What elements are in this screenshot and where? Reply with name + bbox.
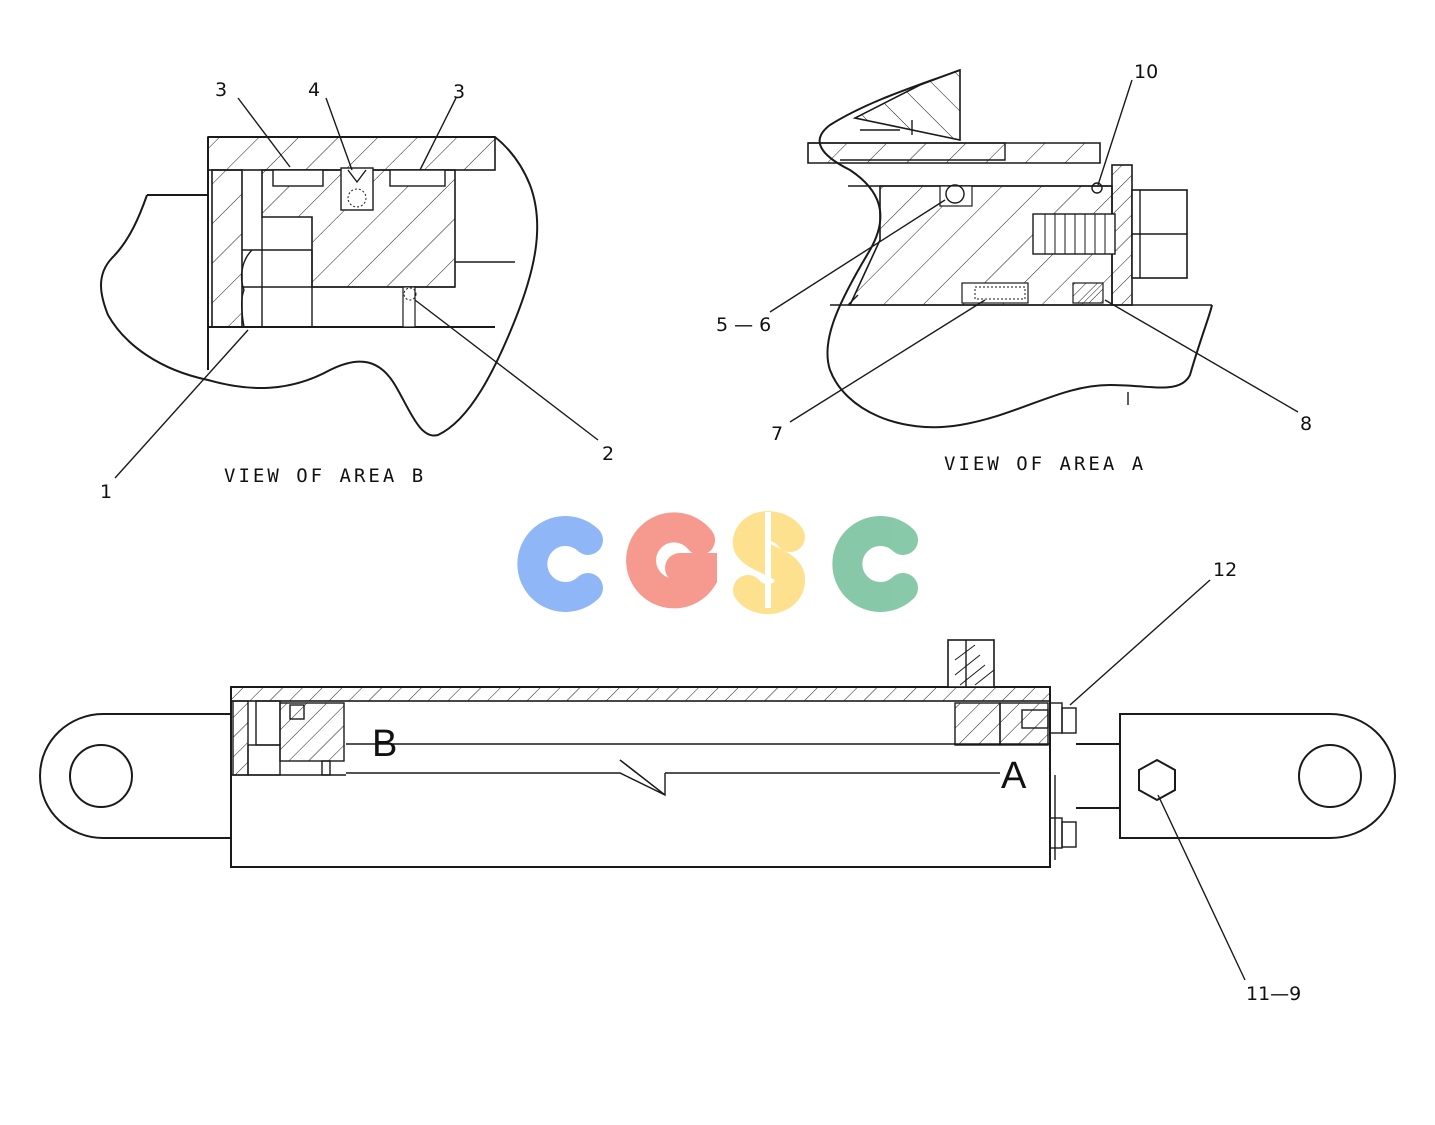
callout-10: 10 <box>1134 61 1158 83</box>
view-area-b <box>100 136 539 437</box>
callout-4: 4 <box>308 79 320 101</box>
area-label-b: B <box>372 723 397 765</box>
area-label-a: A <box>1001 755 1027 797</box>
callout-12: 12 <box>1213 559 1237 581</box>
leader-lines <box>114 79 1299 981</box>
caption-view-area-a: VIEW OF AREA A <box>944 453 1146 475</box>
callout-3-left: 3 <box>215 79 227 101</box>
cylinder-assembly <box>38 639 1397 868</box>
callout-1: 1 <box>100 481 112 503</box>
logo-letter-c-green <box>832 516 918 612</box>
cgsc-watermark-logo <box>517 511 918 614</box>
view-area-a <box>807 68 1213 429</box>
callout-labels: 3 4 3 1 2 VIEW OF AREA B 10 5 — 6 7 8 VI… <box>100 61 1312 1005</box>
logo-letter-c-blue <box>517 516 603 612</box>
caption-view-area-b: VIEW OF AREA B <box>224 465 426 487</box>
logo-letter-g-red <box>626 512 717 609</box>
callout-8: 8 <box>1300 413 1312 435</box>
callout-3-right: 3 <box>453 81 465 103</box>
callout-2: 2 <box>602 443 614 465</box>
callout-5-6: 5 — 6 <box>716 314 771 336</box>
callout-7: 7 <box>771 423 783 445</box>
callout-11-9: 11—9 <box>1246 983 1301 1005</box>
